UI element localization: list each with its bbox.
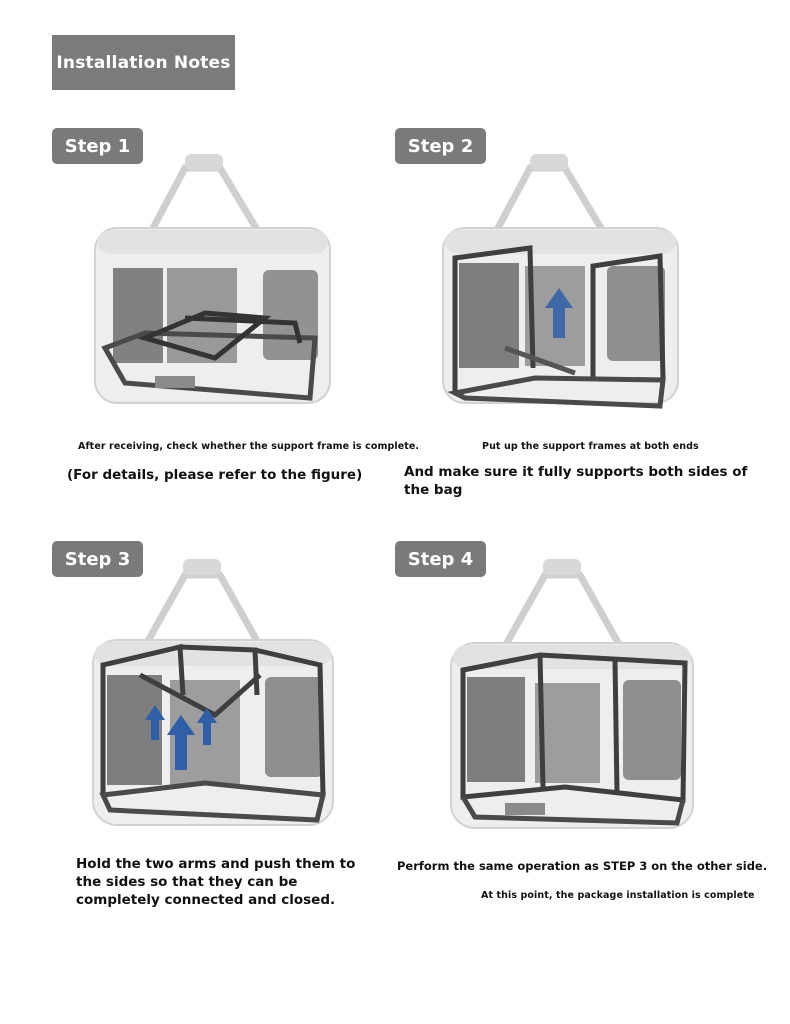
step-3-line2: the sides so that they can be [76,874,298,890]
step-2-badge: Step 2 [395,128,486,164]
carrier-step1-image [94,154,331,404]
step-1-detail: (For details, please refer to the figure… [67,467,363,483]
step-2-detail-line1: And make sure it fully supports both sid… [404,464,748,480]
step-2-detail-line2: the bag [404,482,463,498]
page-title: Installation Notes [52,35,235,90]
step-1-badge: Step 1 [52,128,143,164]
step-4-note: Perform the same operation as STEP 3 on … [397,859,768,873]
step-2-note: Put up the support frames at both ends [482,441,699,452]
carrier-step2-image [442,154,679,409]
carrier-step3-image [92,559,334,826]
carrier-step4-image [450,559,694,829]
step-3-badge: Step 3 [52,541,143,577]
step-4-badge: Step 4 [395,541,486,577]
step-3-line3: completely connected and closed. [76,892,336,908]
step-4-detail: At this point, the package installation … [481,890,755,901]
step-1-note: After receiving, check whether the suppo… [78,441,420,452]
step-3-line1: Hold the two arms and push them to [76,856,356,872]
